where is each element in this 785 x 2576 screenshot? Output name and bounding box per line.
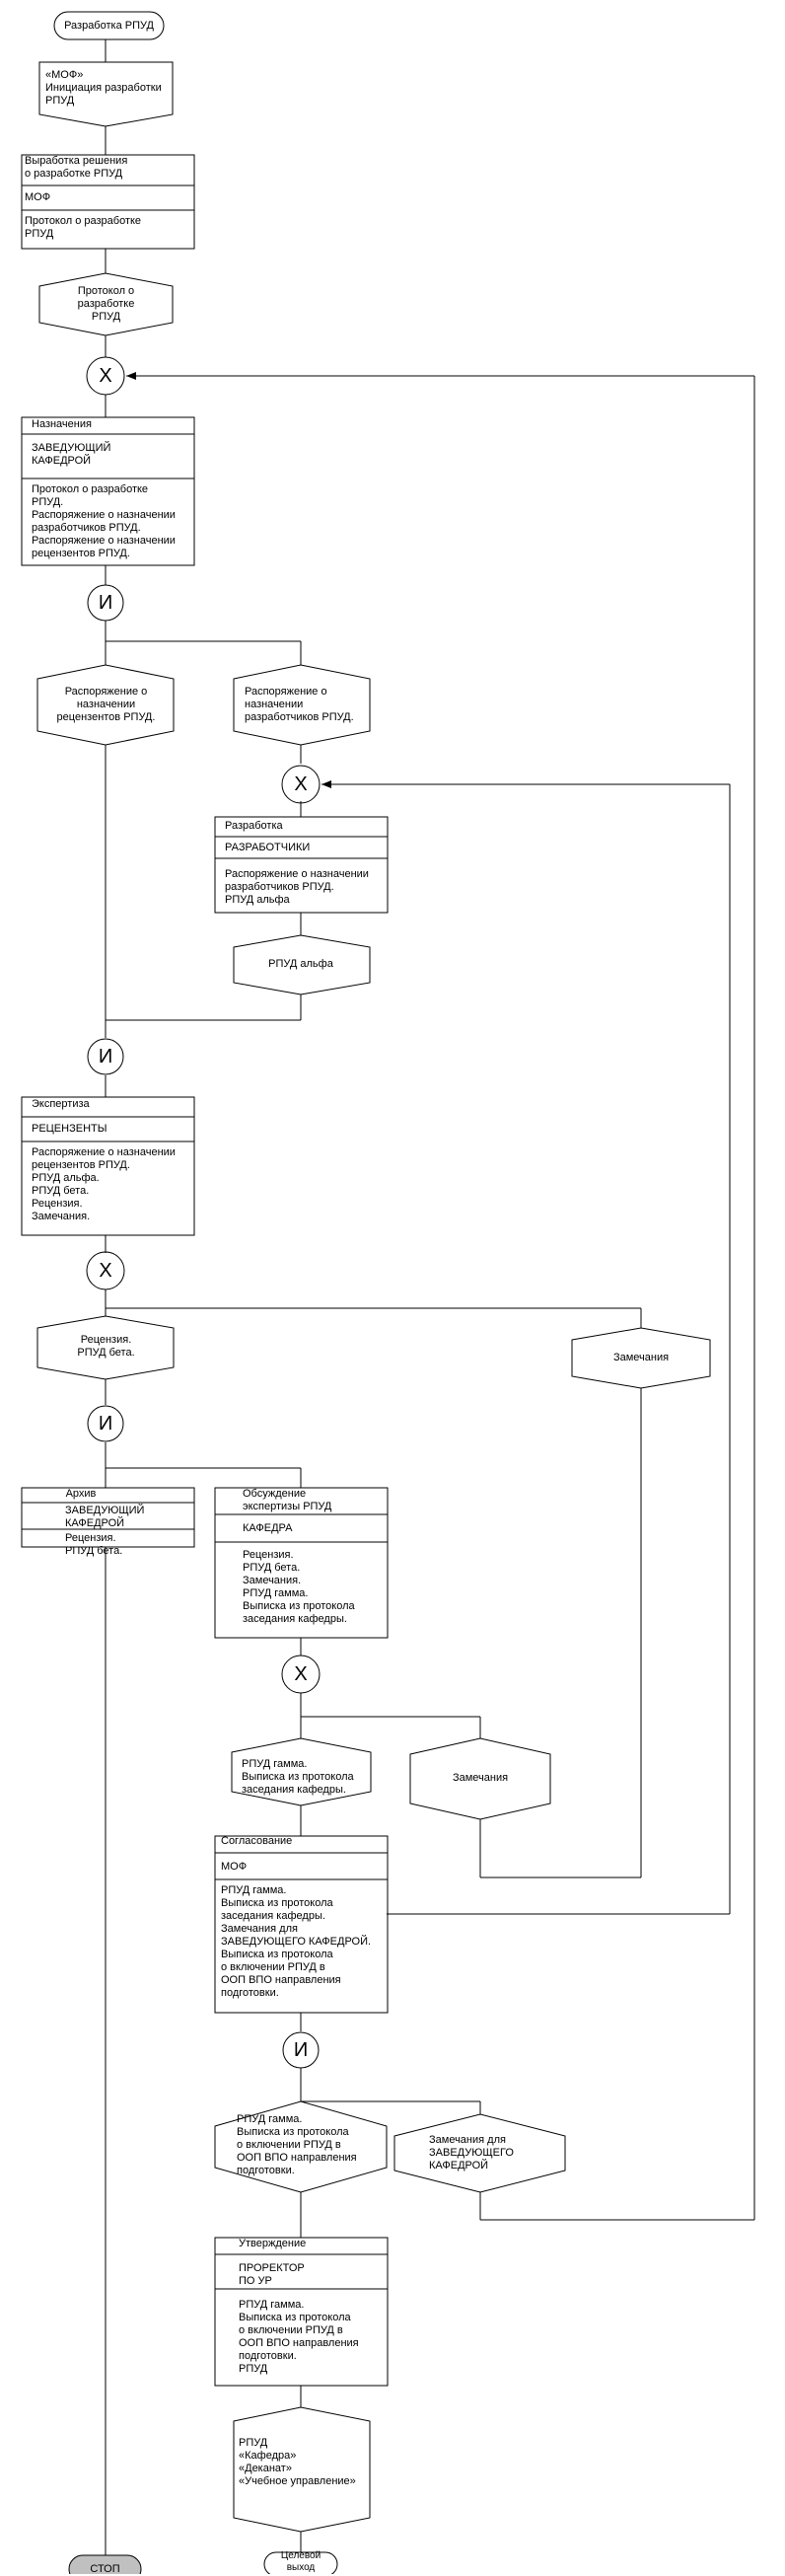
- archive-process: [21, 1487, 195, 1548]
- alpha-doc-label: РПУД альфа: [268, 958, 333, 970]
- and-gate: [87, 584, 124, 622]
- and-gate: [87, 1405, 124, 1442]
- archive-docs: Рецензия. РПУД бета.: [65, 1532, 123, 1557]
- agreement-process: [214, 1835, 389, 2014]
- reviewers-doc-label: Распоряжение о назначении рецензентов РП…: [56, 686, 156, 723]
- appointments-process: [21, 416, 195, 566]
- development-title: Разработка: [225, 820, 283, 832]
- agreement-docs: РПУД гамма. Выписка из протокола заседан…: [221, 1884, 372, 1999]
- xor-gate-label: Х: [294, 773, 308, 795]
- stop-terminal: [68, 2554, 142, 2574]
- expertise-docs: Распоряжение о назначении рецензентов РП…: [32, 1146, 176, 1222]
- xor-gate-label: Х: [99, 365, 112, 387]
- decision-actor: МОФ: [25, 191, 51, 203]
- development-docs: Распоряжение о назначении разработчиков …: [225, 868, 369, 906]
- agreement-actor: МОФ: [221, 1861, 248, 1873]
- expertise-process: [21, 1096, 195, 1236]
- and-gate: [282, 2031, 320, 2069]
- review-document: [36, 1315, 175, 1380]
- start-terminal: [53, 11, 165, 40]
- xor-gate-label: Х: [294, 1663, 308, 1685]
- final-doc-label: РПУД «Кафедра» «Деканат» «Учебное управл…: [239, 2437, 356, 2487]
- development-actor: РАЗРАБОТЧИКИ: [225, 842, 311, 853]
- and-gate-label: И: [98, 1046, 113, 1067]
- xor-gate: [86, 1251, 125, 1290]
- decision-output: Протокол о разработке РПУД: [25, 215, 142, 240]
- head-remarks-doc-label: Замечания для ЗАВЕДУЮЩЕГО КАФЕДРОЙ: [429, 2134, 514, 2171]
- initiation-event: [38, 61, 174, 127]
- gamma-doc-label: РПУД гамма. Выписка из протокола заседан…: [242, 1758, 354, 1796]
- discussion-title: Обсуждение экспертизы РПУД: [243, 1488, 332, 1512]
- xor-gate: [281, 1655, 321, 1694]
- developers-document: [233, 664, 371, 746]
- agreement-title: Согласование: [221, 1835, 293, 1847]
- discussion-process: [214, 1487, 389, 1639]
- discussion-actor: КАФЕДРА: [243, 1522, 293, 1534]
- approval-actor: ПРОРЕКТОР ПО УР: [239, 2262, 305, 2287]
- protocol-doc-label: Протокол о разработке РПУД: [77, 285, 135, 323]
- target-exit-label: Целевой выход: [280, 2550, 321, 2573]
- approval-title: Утверждение: [239, 2238, 307, 2249]
- decision-title: Выработка решения о разработке РПУД: [25, 155, 128, 180]
- xor-gate-label: Х: [99, 1260, 112, 1282]
- remarks2-doc-label: Замечания: [452, 1772, 509, 1784]
- stop-label: СТОП: [90, 2563, 120, 2575]
- protocol-document: [38, 272, 174, 336]
- approval-process: [214, 2237, 389, 2387]
- inclusion-document: [214, 2100, 388, 2193]
- appointments-docs: Протокол о разработке РПУД. Распоряжение…: [32, 483, 176, 559]
- developers-doc-label: Распоряжение о назначении разработчиков …: [245, 686, 354, 723]
- xor-gate: [86, 356, 125, 396]
- and-gate-label: И: [98, 592, 113, 614]
- expertise-actor: РЕЦЕНЗЕНТЫ: [32, 1123, 107, 1135]
- inclusion-doc-label: РПУД гамма. Выписка из протокола о включ…: [237, 2113, 357, 2176]
- remarks-document: [571, 1327, 711, 1389]
- gamma-document: [231, 1737, 372, 1806]
- alpha-document: [233, 934, 371, 995]
- remarks2-document: [409, 1737, 551, 1820]
- review-doc-label: Рецензия. РПУД бета.: [77, 1334, 135, 1359]
- and-gate-label: И: [293, 2039, 309, 2061]
- appointments-actor: ЗАВЕДУЮЩИЙ КАФЕДРОЙ: [32, 442, 111, 467]
- remarks-doc-label: Замечания: [612, 1352, 670, 1363]
- target-exit-terminal: [263, 2551, 338, 2574]
- decision-process: [21, 154, 195, 250]
- archive-actor: ЗАВЕДУЮЩИЙ КАФЕДРОЙ: [65, 1505, 145, 1529]
- appointments-title: Назначения: [32, 418, 92, 430]
- expertise-title: Экспертиза: [32, 1098, 90, 1110]
- reviewers-document: [36, 664, 175, 746]
- and-gate-label: И: [98, 1413, 113, 1435]
- head-remarks-document: [393, 2113, 566, 2193]
- and-gate: [87, 1038, 124, 1075]
- start-label: Разработка РПУД: [64, 20, 154, 32]
- archive-title: Архив: [65, 1488, 97, 1500]
- initiation-label: «МОФ» Инициация разработки РПУД: [45, 69, 162, 107]
- approval-docs: РПУД гамма. Выписка из протокола о включ…: [239, 2299, 359, 2375]
- xor-gate: [281, 765, 321, 804]
- discussion-docs: Рецензия. РПУД бета. Замечания. РПУД гам…: [243, 1549, 355, 1625]
- final-document: [233, 2406, 371, 2533]
- development-process: [214, 816, 389, 914]
